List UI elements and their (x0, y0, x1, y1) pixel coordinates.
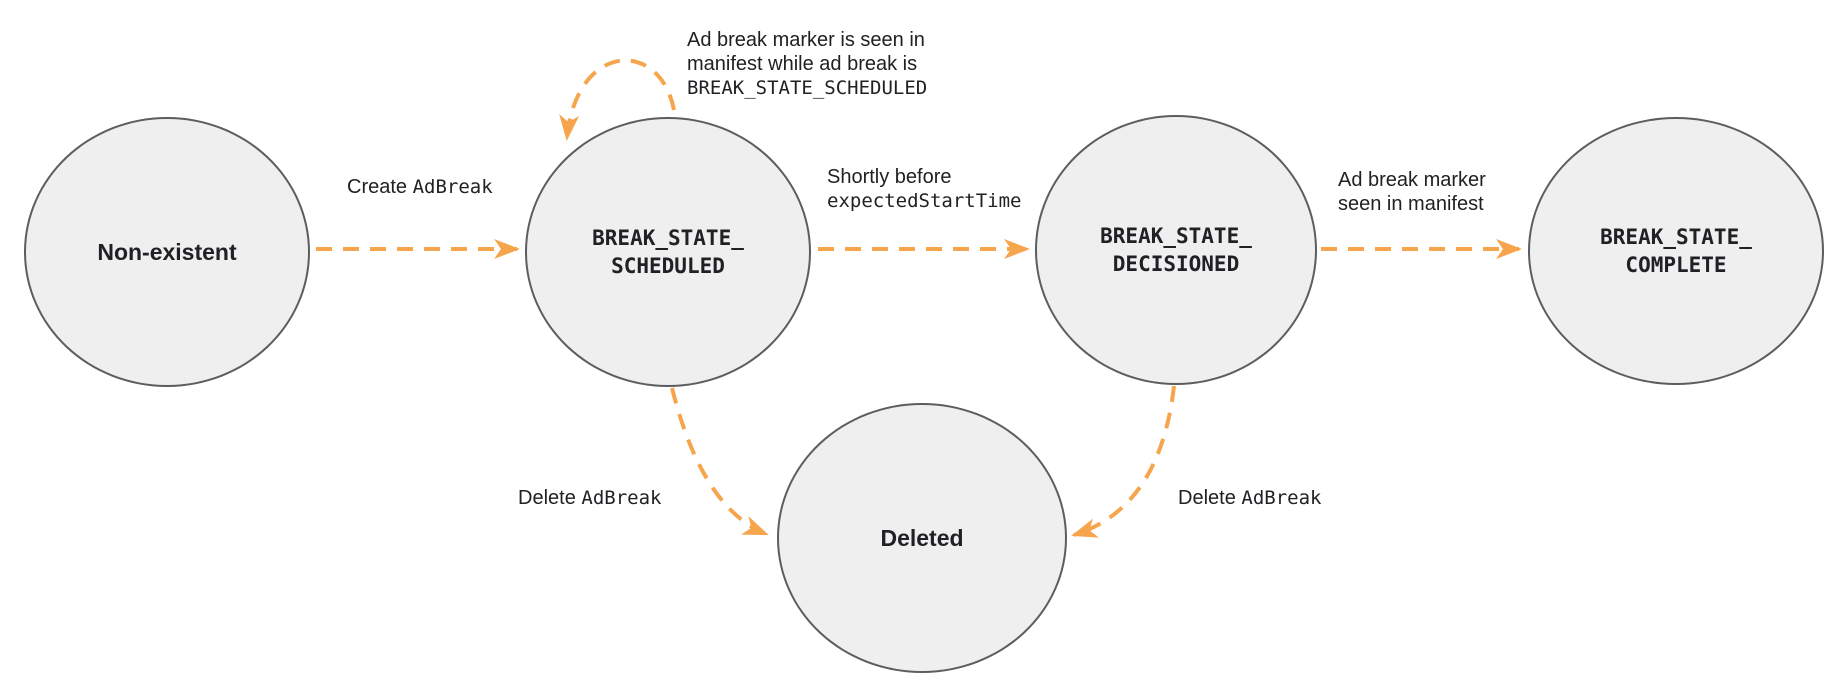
state-node-break-state-decisioned: BREAK_STATE_ DECISIONED (1035, 115, 1317, 385)
edge-label-self-loop: Ad break marker is seen in manifest whil… (687, 29, 928, 99)
state-label-non-existent: Non-existent (97, 238, 237, 265)
arrow-decisioned-to-deleted (1071, 385, 1176, 538)
state-label-break-state-scheduled: BREAK_STATE_ SCHEDULED (592, 226, 744, 278)
state-node-break-state-scheduled: BREAK_STATE_ SCHEDULED (525, 117, 811, 387)
state-node-deleted: Deleted (777, 403, 1067, 673)
state-node-non-existent: Non-existent (24, 117, 310, 387)
arrow-scheduled-to-deleted (670, 387, 769, 536)
state-node-break-state-complete: BREAK_STATE_ COMPLETE (1528, 117, 1824, 385)
state-label-break-state-complete: BREAK_STATE_ COMPLETE (1600, 225, 1752, 277)
state-label-break-state-decisioned: BREAK_STATE_ DECISIONED (1100, 224, 1252, 276)
state-label-deleted: Deleted (880, 524, 964, 551)
edge-label-delete-adbreak-left: Delete AdBreak (518, 487, 662, 509)
edge-label-shortly-before: Shortly before expectedStartTime (827, 166, 1022, 212)
arrow-self-loop-scheduled (559, 58, 676, 141)
edge-label-marker-seen: Ad break marker seen in manifest (1338, 169, 1486, 215)
edge-label-create-adbreak: Create AdBreak (347, 176, 493, 198)
edge-label-delete-adbreak-right: Delete AdBreak (1178, 487, 1322, 509)
